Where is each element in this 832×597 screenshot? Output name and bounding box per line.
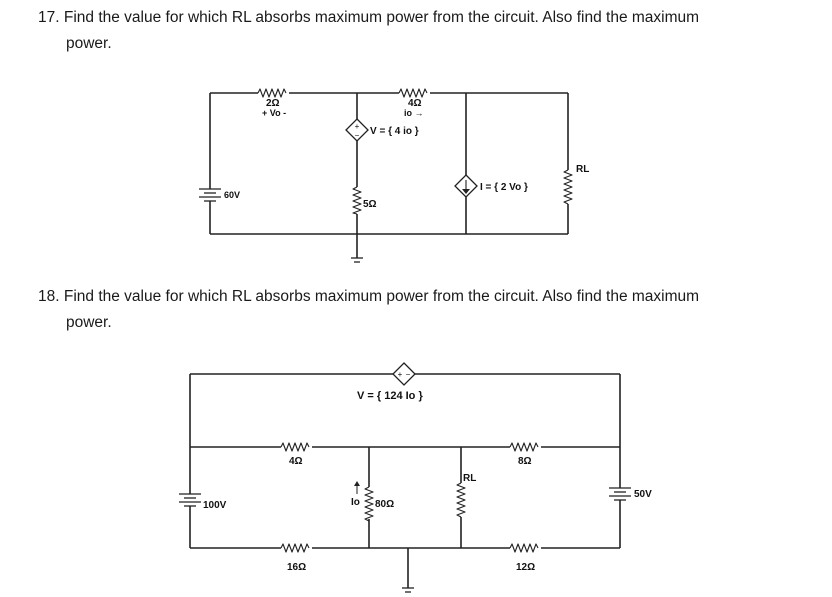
problem-18-line2: power.	[66, 314, 112, 331]
circuit-18: + − V = { 124 Io } 100V 50V 4Ω 8Ω	[179, 362, 652, 593]
c18-battery-100v	[179, 493, 201, 507]
svg-text:−: −	[406, 370, 411, 379]
c18-label-io: Io	[351, 497, 360, 508]
c18-battery-50v	[609, 487, 631, 501]
c18-ground-icon	[402, 587, 414, 593]
c18-resistor-16ohm	[280, 543, 310, 553]
c18-label-80ohm: 80Ω	[375, 499, 394, 510]
c18-resistor-rl	[456, 482, 466, 518]
problem-18-statement: Find the value for which RL absorbs maxi…	[63, 288, 700, 305]
c18-label-100v: 100V	[203, 500, 227, 511]
c17-resistor-rl	[563, 169, 573, 205]
c17-ground-icon	[351, 257, 363, 263]
c17-dependent-voltage-source: + −	[345, 118, 369, 142]
problem-17-line1: 17. Find the value for which RL absorbs …	[38, 5, 818, 31]
svg-text:+: +	[398, 370, 403, 379]
c18-label-rl: RL	[463, 473, 476, 484]
svg-text:+: +	[355, 122, 360, 131]
problem-18-text: 18. Find the value for which RL absorbs …	[38, 284, 818, 336]
c17-battery-60v	[199, 188, 221, 202]
c18-label-16ohm: 16Ω	[287, 562, 306, 573]
c17-label-vo: + Vo -	[262, 108, 286, 118]
c18-dependent-voltage-source: + −	[392, 362, 416, 386]
c18-resistor-8ohm	[509, 442, 539, 452]
c18-resistor-4ohm	[280, 442, 310, 452]
c18-label-8ohm: 8Ω	[518, 456, 532, 467]
c17-label-4ohm: 4Ω	[408, 98, 422, 109]
c17-resistor-2ohm	[257, 88, 287, 98]
c17-label-rl: RL	[576, 164, 589, 175]
c18-label-4ohm: 4Ω	[289, 456, 303, 467]
circuit-17: 2Ω + Vo - 4Ω io → 60V + − V = { 4 io } 5…	[199, 88, 589, 263]
c18-label-50v: 50V	[634, 489, 652, 500]
c17-dependent-current-source	[454, 174, 478, 198]
c17-resistor-4ohm-top	[398, 88, 428, 98]
c17-resistor-5ohm	[352, 186, 362, 215]
c17-label-dep-i: I = { 2 Vo }	[480, 182, 528, 193]
c17-label-5ohm: 5Ω	[363, 199, 377, 210]
c17-label-io: io →	[404, 108, 424, 118]
c18-resistor-12ohm	[509, 543, 539, 553]
problem-17-text: 17. Find the value for which RL absorbs …	[38, 5, 818, 57]
problem-17-number: 17.	[38, 9, 60, 26]
c18-label-12ohm: 12Ω	[516, 562, 535, 573]
problem-17-statement: Find the value for which RL absorbs maxi…	[63, 9, 700, 26]
c18-io-arrow-icon	[354, 481, 360, 494]
c17-label-2ohm: 2Ω	[266, 98, 280, 109]
problem-18-line1: 18. Find the value for which RL absorbs …	[38, 284, 818, 310]
c17-label-60v: 60V	[224, 190, 240, 200]
problem-18-number: 18.	[38, 288, 60, 305]
c18-resistor-80ohm	[364, 486, 374, 522]
svg-text:−: −	[355, 131, 360, 140]
problem-17-line2: power.	[66, 35, 112, 52]
c17-label-dep-v: V = { 4 io }	[370, 126, 419, 137]
c18-label-dep-v: V = { 124 Io }	[357, 390, 423, 402]
